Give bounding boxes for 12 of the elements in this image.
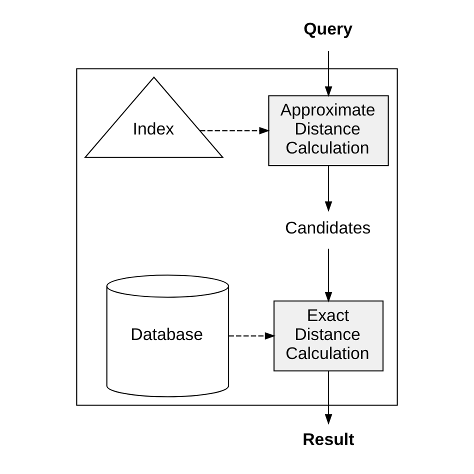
arrow xyxy=(324,51,332,97)
node-box: Approximate Distance Calculation xyxy=(268,95,389,166)
arrow xyxy=(324,371,332,425)
node-text: Query xyxy=(304,20,353,39)
cluster xyxy=(76,68,398,406)
arrow xyxy=(324,166,332,212)
node-text: Result xyxy=(302,430,354,450)
node-box: Exact Distance Calculation xyxy=(274,300,384,372)
arrow xyxy=(228,332,276,340)
arrow xyxy=(200,126,270,134)
arrow xyxy=(324,248,332,303)
node-text: Candidates xyxy=(285,218,371,238)
